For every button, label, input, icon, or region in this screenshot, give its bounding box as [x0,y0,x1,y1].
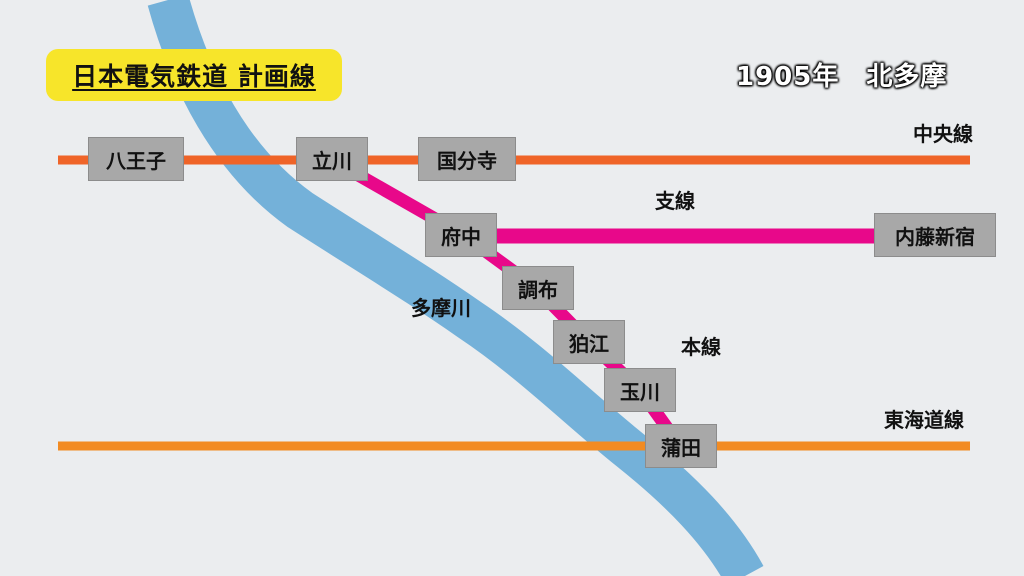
main-line-label: 本線 [681,335,721,359]
map-title: 日本電気鉄道 計画線 [72,62,316,91]
year-region-label: 1905年 北多摩 [736,62,948,92]
chuo-line-label: 中央線 [913,122,973,146]
title-banner: 日本電気鉄道 計画線 [46,49,342,101]
tokaido-line-label: 東海道線 [884,408,964,432]
station-tamagawa: 玉川 [604,368,676,412]
station-fuchu: 府中 [425,213,497,257]
station-tachikawa: 立川 [296,137,368,181]
station-hachioji: 八王子 [88,137,184,181]
station-kokubunji: 国分寺 [418,137,516,181]
station-kamata: 蒲田 [645,424,717,468]
tama-river-label: 多摩川 [411,296,471,320]
station-chofu: 調布 [502,266,574,310]
station-naito-shinjuku: 内藤新宿 [874,213,996,257]
station-komae: 狛江 [553,320,625,364]
tama-river [147,0,764,576]
branch-line-label: 支線 [655,189,695,213]
